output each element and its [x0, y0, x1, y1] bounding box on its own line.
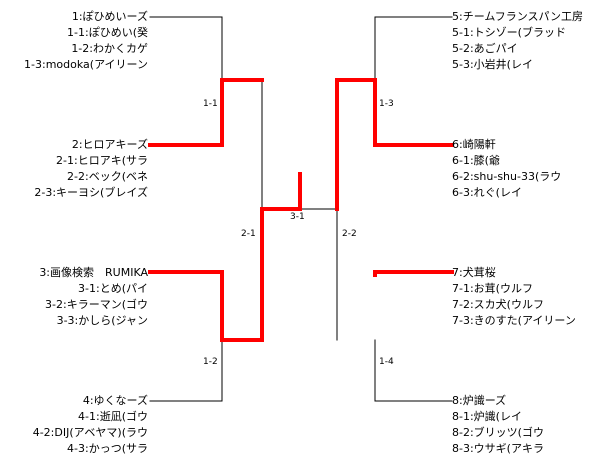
- win-team-6: [335, 78, 454, 211]
- round-label-1-4: 1-4: [379, 357, 394, 367]
- member-label: 6-2:shu-shu-33(ラウ: [452, 170, 562, 183]
- team-name: 1:ぽひめいーズ: [71, 10, 148, 23]
- team-name: 7:犬茸桜: [452, 266, 496, 279]
- round-label-2-1: 2-1: [241, 229, 256, 239]
- round-label-1-1: 1-1: [203, 99, 218, 109]
- team-8-label: 8:炉識ーズ 8-1:炉識(レイ 8-2:ブリッツ(ゴウ 8-3:ウサギ(アキラ: [452, 393, 544, 457]
- team-name: 4:ゆくなーズ: [82, 394, 148, 407]
- member-label: 7-2:スカ犬(ウルフ: [452, 298, 544, 311]
- team-name: 2:ヒロアキーズ: [71, 138, 148, 151]
- team-6-label: 6:崎陽軒 6-1:膝(爺 6-2:shu-shu-33(ラウ 6-3:れぐ(レ…: [452, 137, 561, 201]
- team-name: 8:炉識ーズ: [452, 394, 507, 407]
- team-name: 6:崎陽軒: [452, 138, 496, 151]
- member-label: 4-2:DIJ(アベヤマ)(ラウ: [32, 426, 148, 439]
- member-label: 1-3:modoka(アイリーン: [24, 58, 148, 71]
- member-label: 2-2:ベック(ベネ: [67, 170, 148, 183]
- member-label: 5-1:トシゾー(ブラッド: [452, 26, 566, 39]
- team-name: 5:チームフランスパン工房: [452, 10, 584, 23]
- team-3-label: 3:画像検索 RUMIKA 3-1:とめ(パイ 3-2:キラーマン(ゴウ 3-3…: [39, 265, 148, 329]
- member-label: 4-3:かっつ(サラ: [67, 442, 148, 455]
- team-4-label: 4:ゆくなーズ 4-1:逝凪(ゴウ 4-2:DIJ(アベヤマ)(ラウ 4-3:か…: [33, 393, 148, 457]
- member-label: 8-1:炉識(レイ: [452, 410, 522, 423]
- line-team-8: [374, 339, 453, 402]
- win-team-2: [148, 78, 264, 147]
- member-label: 6-1:膝(爺: [452, 154, 500, 167]
- member-label: 8-2:ブリッツ(ゴウ: [452, 426, 544, 439]
- line-team-4: [149, 339, 223, 402]
- member-label: 8-3:ウサギ(アキラ: [452, 442, 544, 455]
- team-5-label: 5:チームフランスパン工房 5-1:トシゾー(ブラッド 5-2:あごパイ 5-3…: [452, 9, 583, 73]
- member-label: 3-1:とめ(パイ: [78, 282, 148, 295]
- member-label: 7-1:お茸(ウルフ: [452, 282, 533, 295]
- member-label: 7-3:きのすた(アイリーン: [452, 314, 576, 327]
- round-label-1-2: 1-2: [203, 357, 218, 367]
- win-team-3: [148, 172, 302, 342]
- team-2-label: 2:ヒロアキーズ 2-1:ヒロアキ(サラ 2-2:ベック(ベネ 2-3:キーヨシ…: [34, 137, 148, 201]
- member-label: 5-2:あごパイ: [452, 42, 518, 55]
- member-label: 2-1:ヒロアキ(サラ: [56, 154, 148, 167]
- round-label-1-3: 1-3: [379, 99, 394, 109]
- line-team-5: [374, 16, 453, 81]
- team-name: 3:画像検索 RUMIKA: [39, 266, 148, 279]
- member-label: 3-3:かしら(ジャン: [56, 314, 148, 327]
- member-label: 4-1:逝凪(ゴウ: [78, 410, 148, 423]
- member-label: 1-1:ぽひめい(癸: [67, 26, 148, 39]
- round-label-3-1: 3-1: [290, 212, 305, 222]
- team-7-label: 7:犬茸桜 7-1:お茸(ウルフ 7-2:スカ犬(ウルフ 7-3:きのすた(アイ…: [452, 265, 576, 329]
- round-label-2-2: 2-2: [342, 229, 357, 239]
- member-label: 2-3:キーヨシ(ブレイズ: [34, 186, 148, 199]
- member-label: 6-3:れぐ(レイ: [452, 186, 522, 199]
- member-label: 1-2:わかくカゲ: [71, 42, 148, 55]
- win-team-7: [373, 270, 454, 277]
- member-label: 3-2:キラーマン(ゴウ: [45, 298, 148, 311]
- member-label: 5-3:小岩井(レイ: [452, 58, 533, 71]
- line-final-right: [299, 208, 338, 276]
- team-1-label: 1:ぽひめいーズ 1-1:ぽひめい(癸 1-2:わかくカゲ 1-3:modoka…: [24, 9, 148, 73]
- line-team-1: [149, 16, 223, 81]
